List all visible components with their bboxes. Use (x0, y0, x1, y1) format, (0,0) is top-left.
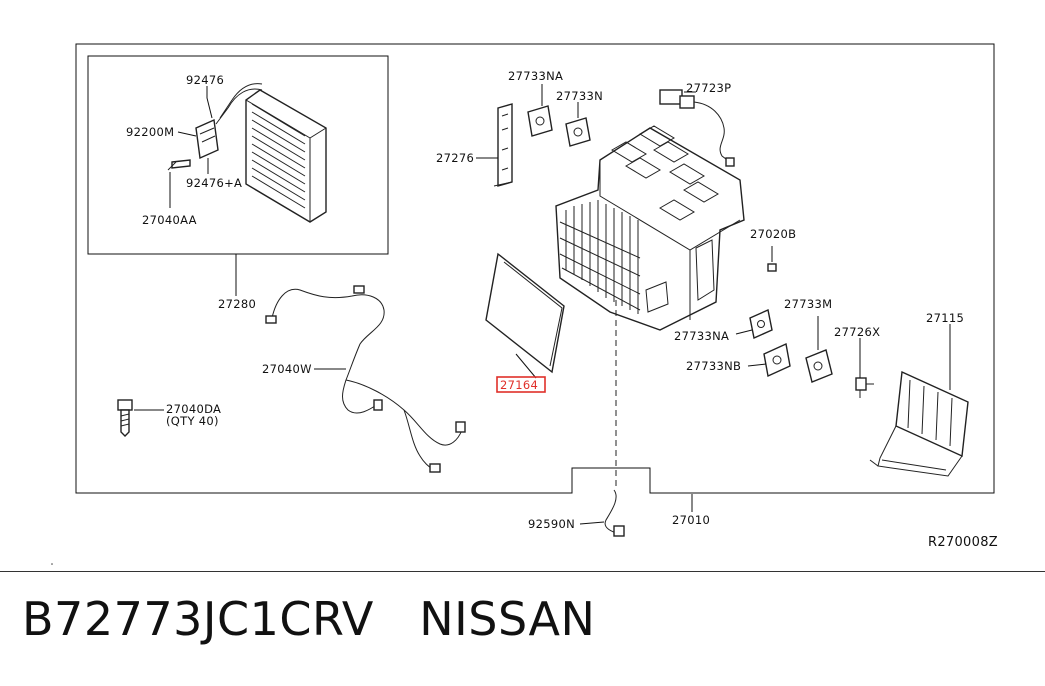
label-92476: 92476 (186, 73, 224, 87)
label-27040aa: 27040AA (142, 213, 197, 227)
main-frame (75, 43, 995, 494)
heater-unit-assembly (555, 125, 745, 331)
label-27020b: 27020B (750, 227, 796, 241)
drain-hose (604, 489, 625, 537)
label-27726x: 27726X (834, 325, 880, 339)
expansion-valve (195, 118, 219, 160)
bolt (117, 399, 133, 437)
label-92476a: 92476+A (186, 176, 242, 190)
label-27280: 27280 (218, 297, 256, 311)
reference-code: R270008Z (928, 535, 998, 550)
label-27040da: 27040DA (166, 402, 221, 416)
label-27733na-top: 27733NA (508, 69, 563, 83)
label-27733n: 27733N (556, 89, 603, 103)
sensor-clip (167, 159, 191, 171)
actuator-27733n (565, 117, 591, 147)
label-27733nb: 27733NB (686, 359, 741, 373)
air-filter (485, 252, 565, 374)
footer-part-number: B72773JC1CRV (22, 592, 374, 646)
label-92590n: 92590N (528, 517, 575, 531)
label-27164-highlight (496, 376, 546, 393)
heater-core (869, 370, 969, 477)
footer-caption: B72773JC1CRV NISSAN (22, 592, 595, 646)
wire-harness (265, 285, 466, 473)
actuator-27733na-top (527, 105, 553, 137)
actuator-27733nb (763, 342, 791, 378)
sensor-27723p (659, 89, 735, 167)
actuator-27733na-mid (749, 309, 773, 339)
duct-27276 (493, 103, 513, 187)
label-27115: 27115 (926, 311, 964, 325)
inset-frame (87, 55, 389, 255)
clip-27020b (767, 263, 777, 272)
label-27040w: 27040W (262, 362, 312, 376)
label-27723p: 27723P (686, 81, 731, 95)
actuator-27733m (805, 349, 833, 383)
label-92200m: 92200M (126, 125, 174, 139)
evaporator-core (215, 83, 327, 223)
label-27040da-qty: (QTY 40) (166, 414, 219, 428)
label-27276: 27276 (436, 151, 474, 165)
label-27164: 27164 (500, 378, 538, 392)
footer-divider (0, 571, 1045, 572)
label-27733na-mid: 27733NA (674, 329, 729, 343)
label-27733m: 27733M (784, 297, 832, 311)
footer-brand: NISSAN (419, 592, 596, 646)
sensor-27726x (855, 377, 874, 398)
label-27010: 27010 (672, 513, 710, 527)
